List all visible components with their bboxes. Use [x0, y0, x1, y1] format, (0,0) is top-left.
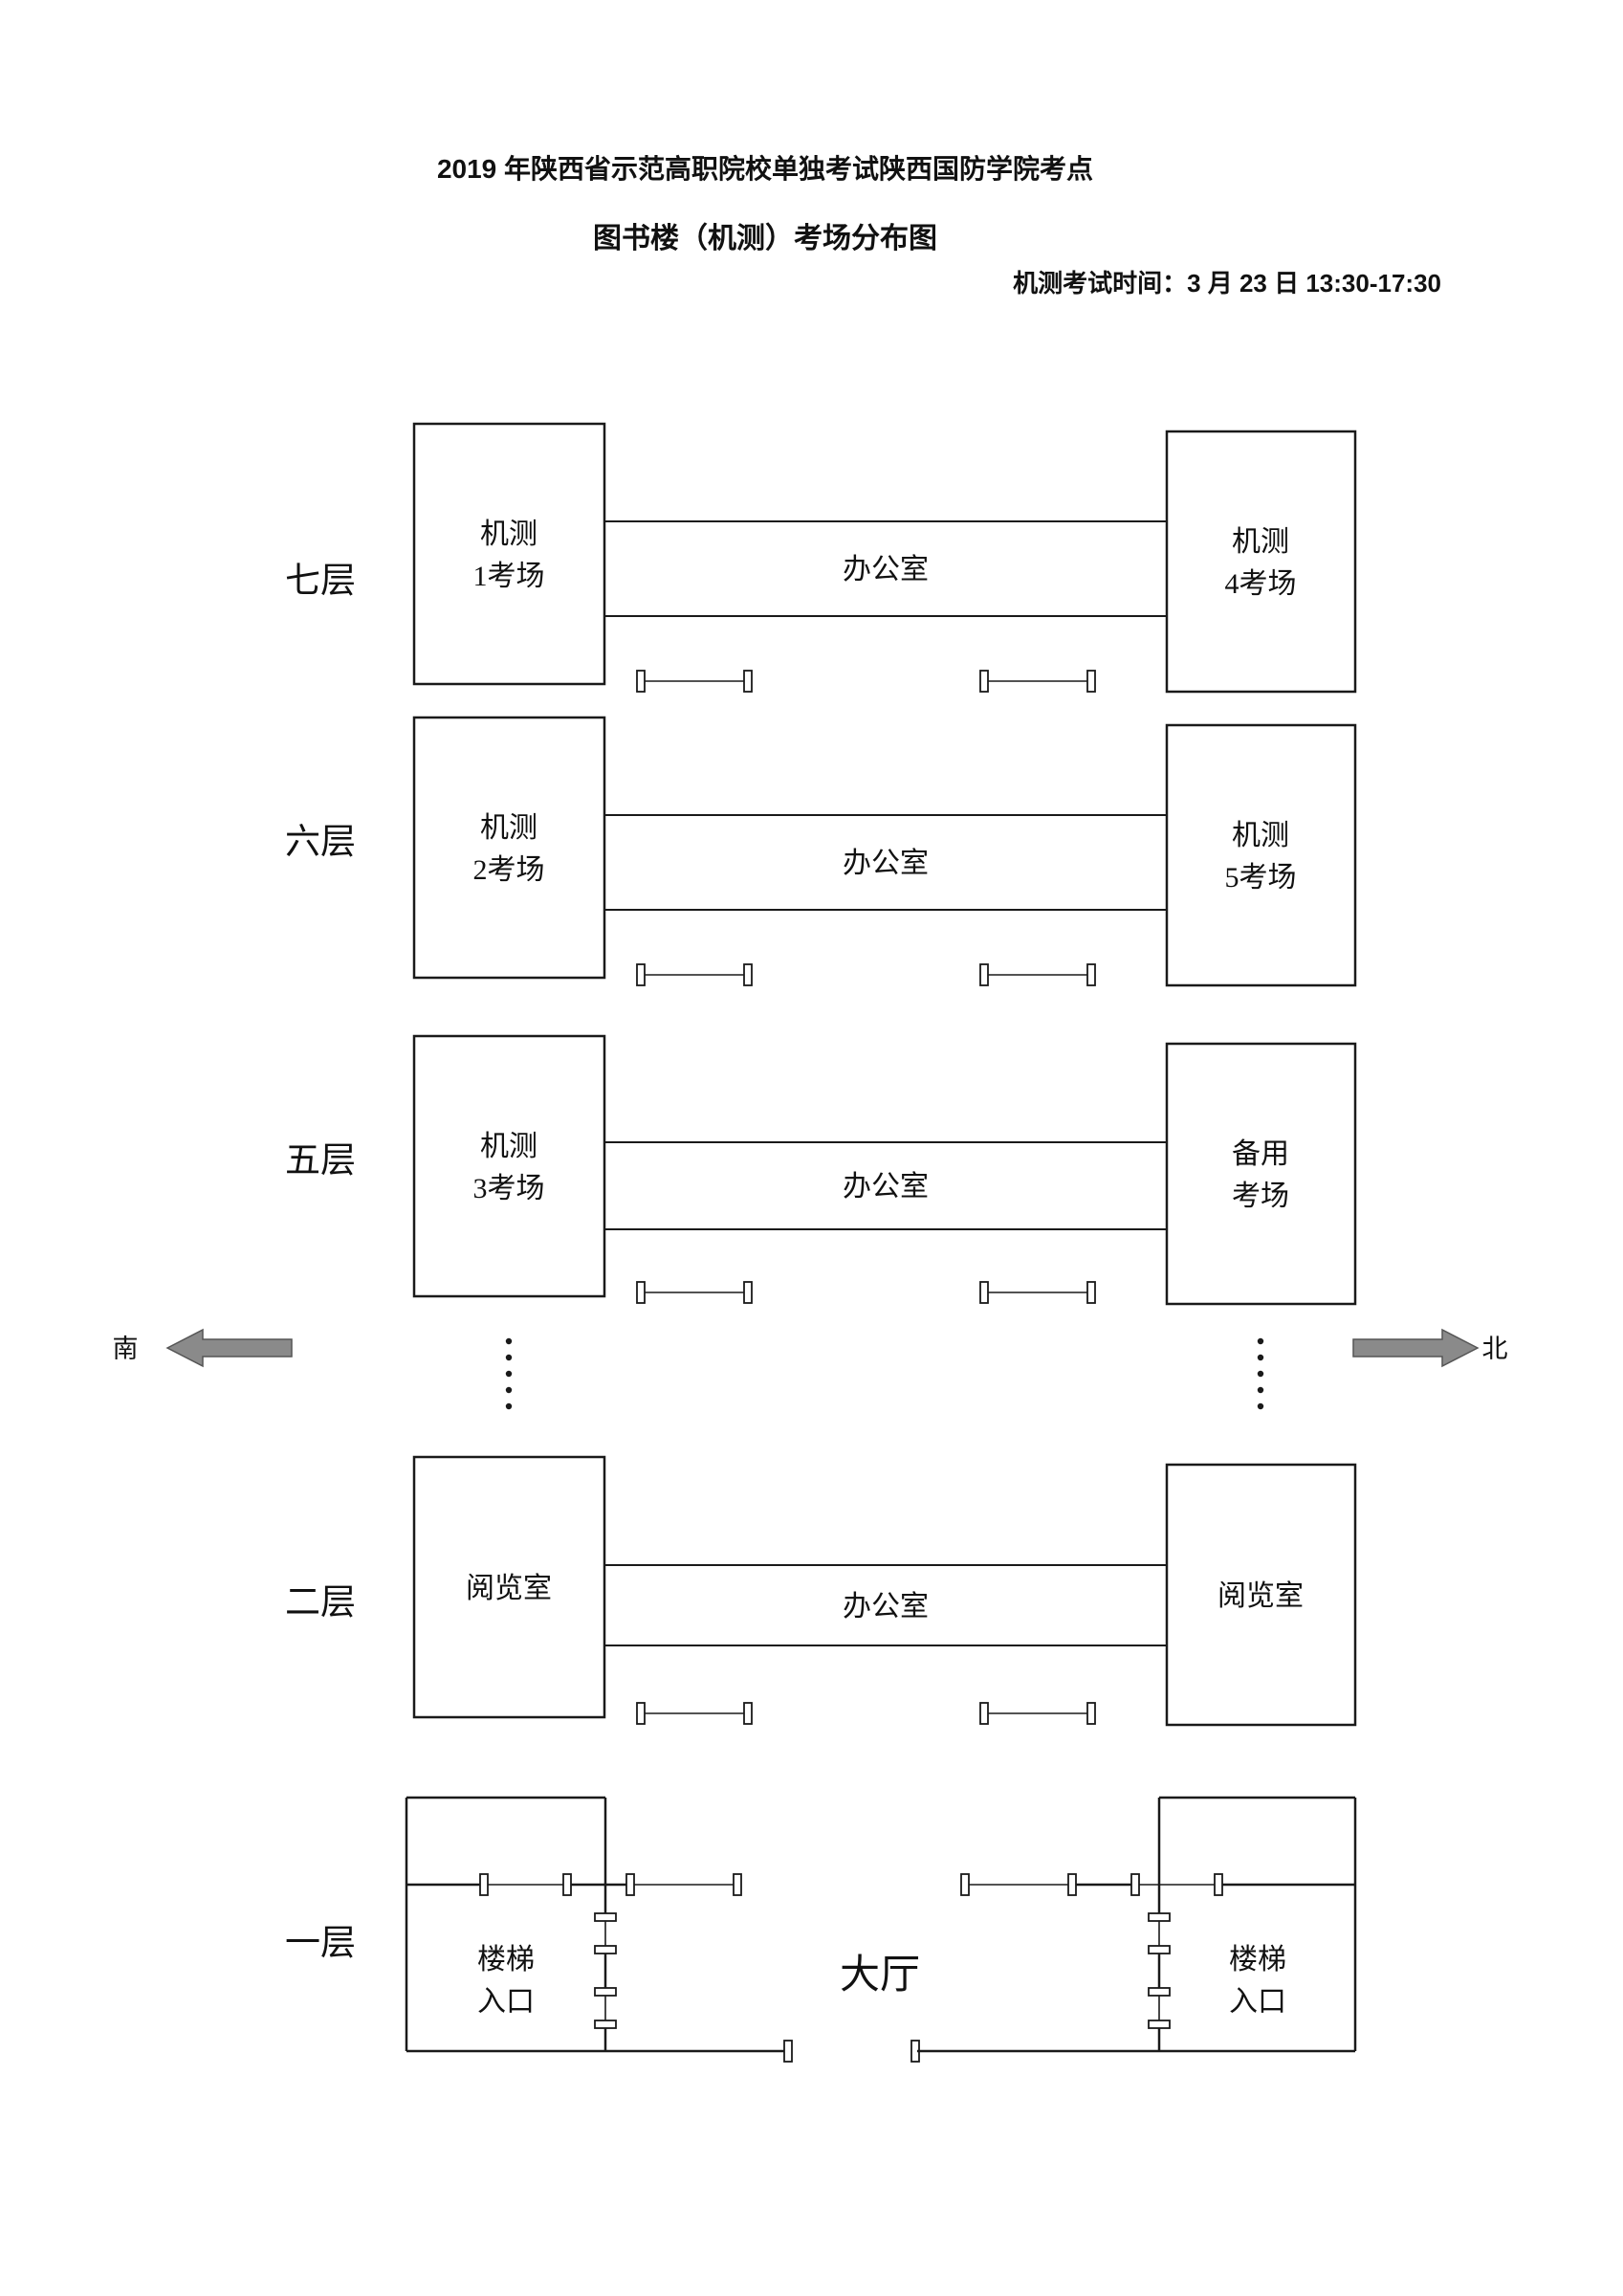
exam-time-note: 机测考试时间：3 月 23 日 13:30-17:30: [1013, 269, 1441, 298]
door-icon: [979, 1281, 1096, 1304]
left-room-label-line1: 机测: [480, 519, 537, 550]
door-icon: [625, 1873, 742, 1896]
left-stair-label-line2: 入口: [477, 1986, 535, 2018]
door-icon: [1148, 1987, 1171, 2029]
right-room-label-line1: 备用: [1232, 1138, 1289, 1170]
door-icon: [979, 1702, 1096, 1725]
left-stairwell-box: [405, 1796, 617, 2053]
interior-wall: [406, 1873, 1355, 1896]
left-room-box: [412, 1034, 606, 1298]
ellipsis-dots-right: [1257, 1337, 1264, 1410]
right-stair-label-line1: 楼梯: [1229, 1944, 1286, 1976]
floor-label: 二层: [285, 1583, 356, 1623]
door-icon: [979, 963, 1096, 986]
floor-label: 五层: [285, 1141, 356, 1181]
entrance-jamb: [783, 2040, 793, 2063]
office-label: 办公室: [843, 848, 929, 879]
door-icon: [594, 1912, 617, 1954]
compass: 南 北: [113, 1328, 1508, 1368]
lobby-front-wall: [605, 2040, 1159, 2063]
right-room-label-line2: 5考场: [1225, 862, 1297, 894]
floor-1-section: 一层 楼梯 入口: [285, 1796, 1357, 2063]
right-room-box: [1165, 1463, 1357, 1727]
floor-6-section: 六层 机测 2考场 办公室 机测 5考场: [285, 716, 1357, 987]
right-room-box: [1165, 430, 1357, 694]
floor-label: 七层: [285, 562, 356, 601]
left-room-label-line1: 机测: [480, 812, 537, 844]
right-room-box: [1165, 723, 1357, 987]
right-room-label-line1: 机测: [1232, 526, 1289, 558]
door-icon: [1130, 1873, 1223, 1896]
left-room-label-line2: 3考场: [473, 1173, 545, 1204]
door-icon: [636, 1281, 753, 1304]
right-room-label-line2: 考场: [1232, 1181, 1289, 1212]
left-room-box: [412, 422, 606, 686]
floor-2-section: 二层 阅览室 办公室 阅览室: [285, 1455, 1357, 1727]
office-label: 办公室: [843, 554, 929, 585]
north-label: 北: [1482, 1335, 1508, 1363]
right-stair-label-line2: 入口: [1229, 1986, 1286, 2018]
left-room-label-line2: 1考场: [473, 561, 545, 592]
office-label: 办公室: [843, 1591, 929, 1623]
south-label: 南: [113, 1335, 139, 1363]
door-icon: [636, 963, 753, 986]
left-room-box: [412, 716, 606, 980]
door-icon: [479, 1873, 572, 1896]
floor-label: 一层: [285, 1924, 356, 1963]
lobby-label: 大厅: [840, 1954, 920, 1998]
door-icon: [636, 1702, 753, 1725]
door-icon: [979, 670, 1096, 693]
door-icon: [636, 670, 753, 693]
north-arrow-icon: [1352, 1328, 1480, 1368]
page-subtitle: 图书楼（机测）考场分布图: [593, 223, 937, 254]
left-room-label-line2: 2考场: [473, 854, 545, 886]
right-room-label: 阅览室: [1217, 1580, 1304, 1612]
left-stair-label-line1: 楼梯: [477, 1944, 535, 1976]
south-arrow-icon: [165, 1328, 293, 1368]
page-title: 2019 年陕西省示范高职院校单独考试陕西国防学院考点: [436, 154, 1094, 184]
floor-7-section: 七层 机测 1考场 办公室 机测 4考场: [285, 422, 1357, 694]
left-room-label: 阅览室: [466, 1573, 552, 1604]
floor-5-section: 五层 机测 3考场 办公室 备用 考场: [285, 1034, 1357, 1306]
right-room-label-line2: 4考场: [1225, 568, 1297, 600]
right-room-label-line1: 机测: [1232, 820, 1289, 851]
door-icon: [594, 1987, 617, 2029]
right-stairwell-box: [1148, 1796, 1357, 2053]
right-room-box: [1165, 1042, 1357, 1306]
door-icon: [960, 1873, 1077, 1896]
left-room-label-line1: 机测: [480, 1131, 537, 1162]
door-icon: [1148, 1912, 1171, 1954]
ellipsis-dots-left: [505, 1337, 513, 1410]
left-room-box: [412, 1455, 606, 1719]
office-label: 办公室: [843, 1171, 929, 1203]
floor-label: 六层: [285, 823, 356, 862]
